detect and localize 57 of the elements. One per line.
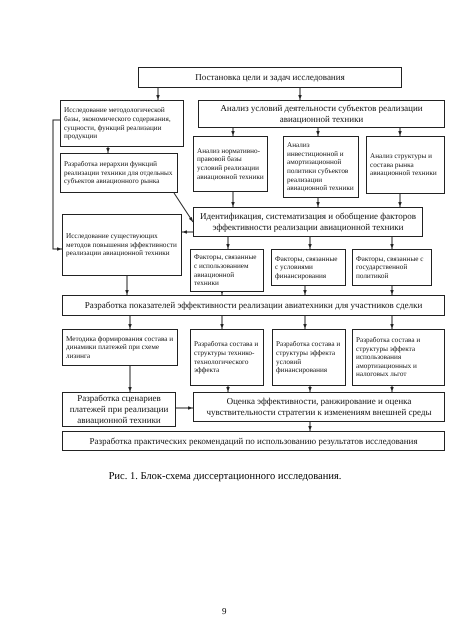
- arrow: [390, 286, 394, 296]
- process-box: [62, 392, 176, 427]
- arrow: [398, 128, 402, 136]
- arrow: [182, 230, 194, 234]
- box-text: Разработка практических рекомендаций по использованию результатов исследования: [88, 436, 418, 446]
- arrow: [156, 88, 160, 100]
- arrow: [398, 194, 402, 208]
- arrow: [52, 120, 62, 251]
- process-box: [352, 329, 445, 386]
- process-box: [193, 136, 268, 192]
- process-box: [60, 153, 178, 193]
- process-box: [193, 207, 423, 237]
- arrow: [125, 276, 129, 296]
- arrow: [128, 366, 132, 392]
- box-text: Постановка цели и задач исследования: [194, 72, 346, 83]
- process-box: [190, 329, 264, 386]
- process-box: [62, 329, 178, 366]
- arrow: [308, 422, 312, 432]
- process-box: [271, 249, 346, 286]
- process-box: [60, 100, 184, 147]
- process-box: [193, 392, 445, 422]
- arrow: [303, 316, 307, 330]
- arrow: [174, 192, 194, 222]
- page-number: 9: [222, 606, 226, 616]
- arrow: [303, 286, 307, 296]
- arrow: [220, 290, 224, 296]
- arrow: [220, 316, 224, 330]
- process-box: [352, 249, 432, 286]
- box-text: Идентификация, систематизация и обобщение факторов эффективности реализации авиационной техники: [199, 211, 417, 233]
- arrow: [231, 192, 235, 208]
- arrow: [106, 146, 110, 154]
- arrow: [308, 386, 312, 392]
- arrow: [308, 236, 312, 250]
- process-box: [62, 214, 182, 276]
- process-box: [62, 431, 445, 451]
- arrow: [176, 406, 194, 410]
- process-box: [272, 329, 346, 386]
- box-text: Анализ условий деятельности субъектов реализации авиационной техники: [219, 103, 424, 125]
- process-box: [198, 100, 445, 128]
- arrow: [231, 128, 235, 136]
- arrow: [390, 236, 394, 250]
- arrow: [128, 316, 132, 330]
- arrow: [390, 386, 394, 392]
- process-box: [366, 136, 445, 194]
- figure-caption: Рис. 1. Блок-схема диссертационного исследования.: [108, 471, 342, 482]
- process-box: [138, 67, 402, 88]
- box-text: Разработка показателей эффективности реализации авиатехники для участников сделки: [84, 300, 424, 311]
- arrow: [316, 198, 320, 208]
- arrow: [226, 386, 230, 392]
- process-box: [62, 295, 445, 316]
- arrow: [226, 236, 230, 250]
- box-text: Разработка сценариев платежей при реализации авиационной техники: [68, 393, 170, 426]
- arrow: [316, 128, 320, 136]
- arrow: [298, 88, 302, 100]
- arrow: [390, 316, 394, 330]
- box-text: Оценка эффективности, ранжирование и оценка чувствительности стратегии к изменениям внешней среды: [205, 396, 433, 418]
- process-box: [190, 249, 264, 292]
